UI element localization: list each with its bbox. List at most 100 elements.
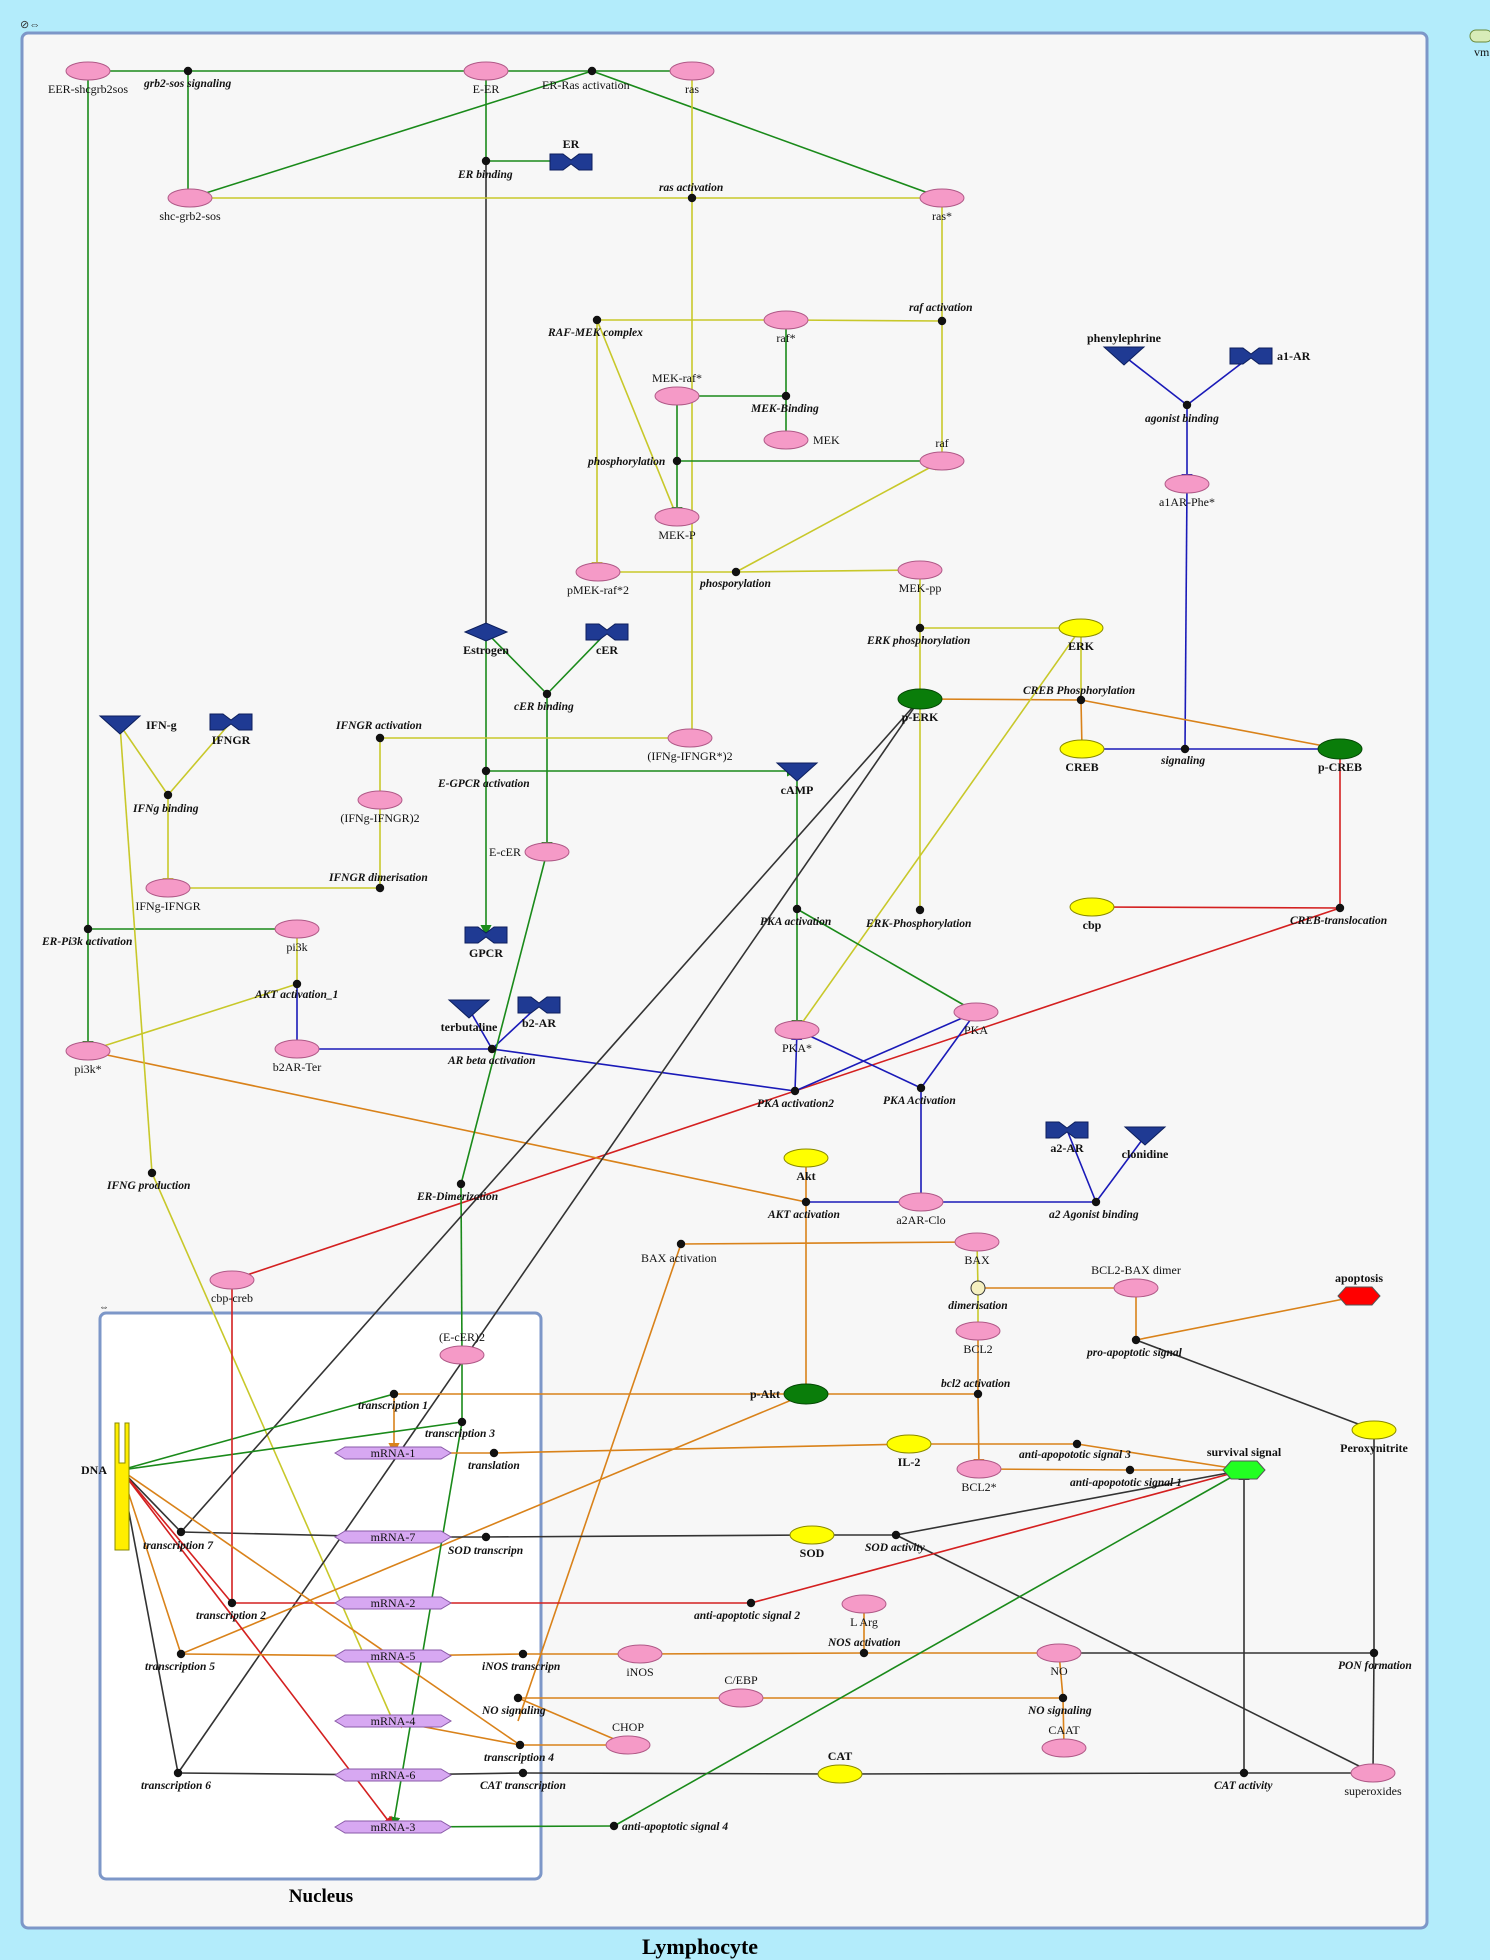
reaction-ifngract-dot[interactable]	[375, 733, 385, 743]
pakt-node[interactable]	[783, 1383, 829, 1405]
reaction-catact-dot[interactable]	[1239, 1768, 1249, 1778]
reaction-creptrans-dot[interactable]	[1335, 903, 1345, 913]
ifng-ifngr2-node[interactable]	[357, 790, 403, 810]
reaction-grb2-dot[interactable]	[183, 66, 193, 76]
reaction-anti1-dot[interactable]	[1125, 1465, 1135, 1475]
reaction-anti4-dot[interactable]	[609, 1821, 619, 1831]
mrna3-node[interactable]	[334, 1820, 452, 1834]
reaction-egpcr-dot[interactable]	[481, 766, 491, 776]
reaction-erpi3k-dot[interactable]	[83, 924, 93, 934]
reaction-erbind-dot[interactable]	[481, 156, 491, 166]
reaction-ifngprod-dot[interactable]	[147, 1168, 157, 1178]
no-node[interactable]	[1036, 1643, 1082, 1663]
mekpp-node[interactable]	[897, 560, 943, 580]
reaction-sodtr-dot[interactable]	[481, 1532, 491, 1542]
reaction-nosig2-dot[interactable]	[1058, 1693, 1068, 1703]
reaction-erkphos-dot[interactable]	[915, 623, 925, 633]
ras-node[interactable]	[669, 61, 715, 81]
inos-node[interactable]	[617, 1644, 663, 1664]
reaction-baxact-dot[interactable]	[676, 1239, 686, 1249]
a1arphe-node[interactable]	[1164, 474, 1210, 494]
mrna7-node[interactable]	[334, 1530, 452, 1544]
raf-node[interactable]	[919, 451, 965, 471]
reaction-crebphos-dot[interactable]	[1076, 695, 1086, 705]
cer-node[interactable]	[585, 623, 629, 641]
reaction-aktact-dot[interactable]	[801, 1197, 811, 1207]
reaction-cattr-dot[interactable]	[518, 1768, 528, 1778]
reaction-translation-dot[interactable]	[489, 1448, 499, 1458]
reaction-anti2-dot[interactable]	[746, 1598, 756, 1608]
apoptosis-node[interactable]	[1337, 1286, 1381, 1306]
terbutaline-node[interactable]	[447, 999, 491, 1019]
estrogen-node[interactable]	[463, 622, 509, 642]
reaction-agonist-dot[interactable]	[1182, 400, 1192, 410]
reaction-bcl2act-dot[interactable]	[973, 1389, 983, 1399]
perk-node[interactable]	[897, 688, 943, 710]
reaction-tr5-dot[interactable]	[176, 1649, 186, 1659]
a2arclo-node[interactable]	[898, 1192, 944, 1212]
camp-node[interactable]	[775, 762, 819, 782]
bax-node[interactable]	[954, 1232, 1000, 1252]
mek-raf-node[interactable]	[654, 386, 700, 406]
a1ar-node[interactable]	[1229, 347, 1273, 365]
caat-node[interactable]	[1041, 1738, 1087, 1758]
shc-node[interactable]	[167, 188, 213, 208]
bcl2baxd-node[interactable]	[1113, 1278, 1159, 1298]
mrna2-node[interactable]	[334, 1596, 452, 1610]
pcreb-node[interactable]	[1317, 738, 1363, 760]
reaction-tr6-dot[interactable]	[173, 1768, 183, 1778]
pmek-node[interactable]	[575, 562, 621, 582]
reaction-tr3-dot[interactable]	[457, 1417, 467, 1427]
reaction-erdim-dot[interactable]	[456, 1179, 466, 1189]
reaction-tr7-dot[interactable]	[176, 1527, 186, 1537]
reaction-rafmek-dot[interactable]	[592, 315, 602, 325]
reaction-ifngbind-dot[interactable]	[163, 790, 173, 800]
sod-node[interactable]	[789, 1525, 835, 1545]
reaction-phos1-dot[interactable]	[672, 456, 682, 466]
pi3kstar-node[interactable]	[65, 1041, 111, 1061]
raf-star-node[interactable]	[763, 310, 809, 330]
erk-node[interactable]	[1058, 618, 1104, 638]
larg-node[interactable]	[841, 1594, 887, 1614]
reaction-tr1-dot[interactable]	[389, 1389, 399, 1399]
reaction-tr2-dot[interactable]	[227, 1598, 237, 1608]
reaction-rasact-dot[interactable]	[687, 193, 697, 203]
er-node[interactable]	[549, 153, 593, 171]
reaction-rafact-dot[interactable]	[937, 316, 947, 326]
cat-node[interactable]	[817, 1764, 863, 1784]
reaction-erkphos2-dot[interactable]	[915, 905, 925, 915]
reaction-pkaA-dot[interactable]	[916, 1083, 926, 1093]
reaction-phos2-dot[interactable]	[731, 567, 741, 577]
eer-shc-node[interactable]	[65, 61, 111, 81]
ras-star-node[interactable]	[919, 188, 965, 208]
reaction-cerbind-dot[interactable]	[542, 689, 552, 699]
mrna5-node[interactable]	[334, 1649, 452, 1663]
reaction-ponform-dot[interactable]	[1369, 1648, 1379, 1658]
akt-node[interactable]	[783, 1148, 829, 1168]
pkastar-node[interactable]	[774, 1020, 820, 1040]
clonidine-node[interactable]	[1123, 1126, 1167, 1146]
reaction-a2ag-dot[interactable]	[1091, 1197, 1101, 1207]
reaction-inostr-dot[interactable]	[518, 1649, 528, 1659]
superoxides-node[interactable]	[1350, 1763, 1396, 1783]
cbpcreb-node[interactable]	[209, 1270, 255, 1290]
mrna4-node[interactable]	[334, 1714, 452, 1728]
creb-node[interactable]	[1059, 739, 1105, 759]
mek-node[interactable]	[763, 430, 809, 450]
reaction-ifngrdim-dot[interactable]	[375, 883, 385, 893]
mek-p-node[interactable]	[654, 507, 700, 527]
reaction-anti3-dot[interactable]	[1072, 1439, 1082, 1449]
reaction-tr4-dot[interactable]	[515, 1740, 525, 1750]
a2ar-node[interactable]	[1045, 1121, 1089, 1139]
ecer2-node[interactable]	[439, 1345, 485, 1365]
reaction-pkaact-dot[interactable]	[792, 904, 802, 914]
reaction-sodact-dot[interactable]	[891, 1530, 901, 1540]
nucleus-toggle-icon[interactable]: ⇔	[99, 1302, 109, 1313]
reaction-arbeta-dot[interactable]	[487, 1044, 497, 1054]
mrna6-node[interactable]	[334, 1768, 452, 1782]
cebp-node[interactable]	[718, 1688, 764, 1708]
ifng-ifngr2star-node[interactable]	[667, 728, 713, 748]
reaction-akt1-dot[interactable]	[292, 979, 302, 989]
cbp-node[interactable]	[1069, 897, 1115, 917]
ifngl-node[interactable]	[98, 715, 142, 735]
